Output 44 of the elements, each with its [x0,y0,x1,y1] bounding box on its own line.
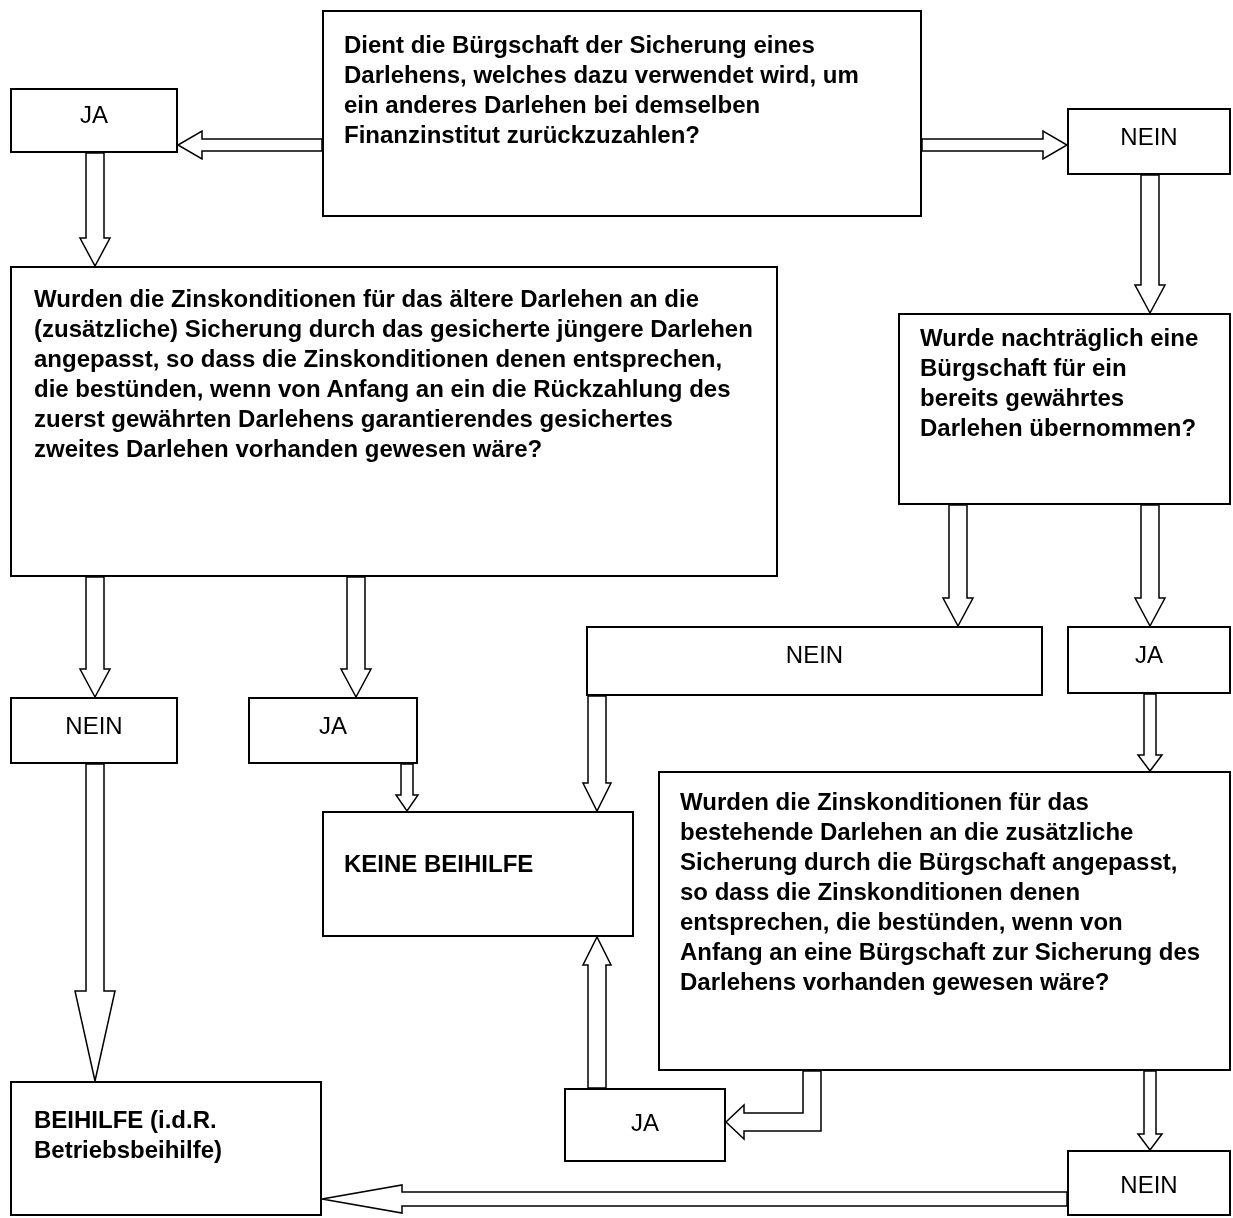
block-arrow [176,129,323,161]
answer-box [248,697,418,764]
answer-label: JA [630,1108,660,1138]
question-text: KEINE BEIHILFE [344,849,535,879]
block-arrow [921,129,1069,161]
block-arrow [78,152,112,268]
decision-box [658,771,1231,1071]
block-arrow [339,576,373,699]
answer-label: JA [79,100,109,130]
decision-box [10,266,778,577]
block-arrow [581,935,613,1089]
answer-box [1067,1150,1231,1216]
answer-label: NEIN [1119,122,1179,152]
answer-box [564,1088,726,1162]
block-arrow [1133,504,1167,628]
block-arrow [74,763,116,1082]
answer-label: NEIN [64,711,124,741]
question-text: Wurden die Zinskonditionen für das bestehende Darlehen an die zusätzliche Sicherung durch die Bürgschaft angepasst, so dass die Zinskonditionen denen entsprechen, die bestünden, wenn von Anfang an eine Bürgschaft zur Sicherung des Darlehens vorhanden gewesen wäre? [680,787,1202,997]
decision-box [322,811,634,937]
block-arrow [1136,1070,1164,1152]
question-text: BEIHILFE (i.d.R. Betriebsbeihilfe) [34,1105,224,1165]
block-arrow [1133,174,1167,315]
answer-box [10,697,178,764]
question-text: Wurden die Zinskonditionen für das ältere Darlehen an die (zusätzliche) Sicherung durch das gesicherte jüngere Darlehen angepasst, so dass die Zinskonditionen denen entsprechen, die bestünden, wenn von Anfang an ein die Rückzahlung des zuerst gewährten Darlehens garantierendes gesichertes zweites Darlehen vorhanden gewesen wäre? [34,284,754,464]
answer-box [1067,626,1231,694]
decision-box [322,10,922,217]
block-arrow [78,576,112,699]
question-text: Dient die Bürgschaft der Sicherung eines Darlehens, welches dazu verwendet wird, um ein anderes Darlehen bei demselben Finanzinstitut zurückzuzahlen? [344,30,860,150]
answer-label: JA [1134,640,1164,670]
block-arrow [1136,693,1164,773]
answer-label: NEIN [1119,1170,1179,1200]
decision-box [898,313,1231,505]
block-arrow [581,695,613,813]
block-arrow [321,1184,1068,1214]
answer-label: JA [318,711,348,741]
answer-label: NEIN [784,640,845,670]
question-text: Wurde nachträglich eine Bürgschaft für ein bereits gewährtes Darlehen übernommen? [920,323,1200,443]
answer-box [586,626,1043,696]
block-arrow [394,763,420,813]
answer-box [10,88,178,153]
decision-box [10,1081,322,1216]
block-arrow [941,504,975,628]
block-arrow [724,1070,822,1141]
answer-box [1067,108,1231,175]
